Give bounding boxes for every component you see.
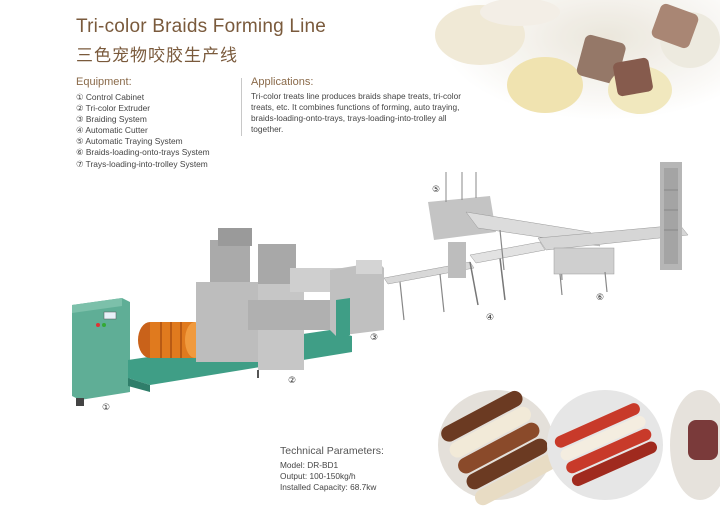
- list-item: ⑥ Braids-loading-onto-trays System: [76, 147, 210, 158]
- callout-2: ②: [288, 376, 297, 386]
- braiding-system: [330, 260, 384, 338]
- list-item: Installed Capacity: 68.7kw: [280, 482, 377, 493]
- list-item: ⑤ Automatic Traying System: [76, 136, 183, 147]
- callout-3: ③: [370, 333, 379, 343]
- applications-text: Tri-color treats line produces braids sh…: [251, 91, 461, 135]
- technical-list: Model: DR-BD1 Output: 100-150kg/h Instal…: [280, 460, 376, 494]
- list-item: Output: 100-150kg/h: [280, 471, 356, 482]
- list-item: ④ Automatic Cutter: [76, 125, 148, 136]
- treats-photo-top: [420, 0, 720, 150]
- applications-heading: Applications:: [251, 76, 314, 88]
- callout-6: ⑥: [596, 293, 605, 303]
- equipment-heading: Equipment:: [76, 76, 132, 88]
- list-item: ② Tri-color Extruder: [76, 103, 151, 114]
- trays-loading-into-trolley: [660, 162, 682, 270]
- list-item: ① Control Cabinet: [76, 92, 145, 102]
- list-item: ⑦ Trays-loading-into-trolley System: [76, 158, 208, 169]
- divider: [241, 78, 242, 136]
- callout-5: ⑤: [432, 185, 441, 195]
- control-cabinet: [72, 298, 130, 406]
- motor: [138, 322, 205, 358]
- technical-heading: Technical Parameters:: [280, 445, 384, 457]
- braids-photo-middle: [547, 390, 663, 500]
- braids-photo-left: [438, 390, 557, 506]
- list-item: ③ Braiding System: [76, 114, 147, 125]
- list-item: Model: DR-BD1: [280, 460, 339, 470]
- automatic-cutter: [469, 241, 546, 306]
- page-title-cn: 三色宠物咬胶生产线: [76, 46, 238, 66]
- braids-loading-onto-trays: [537, 224, 689, 296]
- page-title-en: Tri-color Braids Forming Line: [76, 16, 327, 37]
- conveyor: [383, 242, 475, 321]
- callout-1: ①: [102, 403, 111, 413]
- equipment-list: ① Control Cabinet ② Tri-color Extruder ③…: [76, 92, 210, 170]
- braids-photo-right: [670, 390, 720, 500]
- callout-4: ④: [486, 313, 495, 323]
